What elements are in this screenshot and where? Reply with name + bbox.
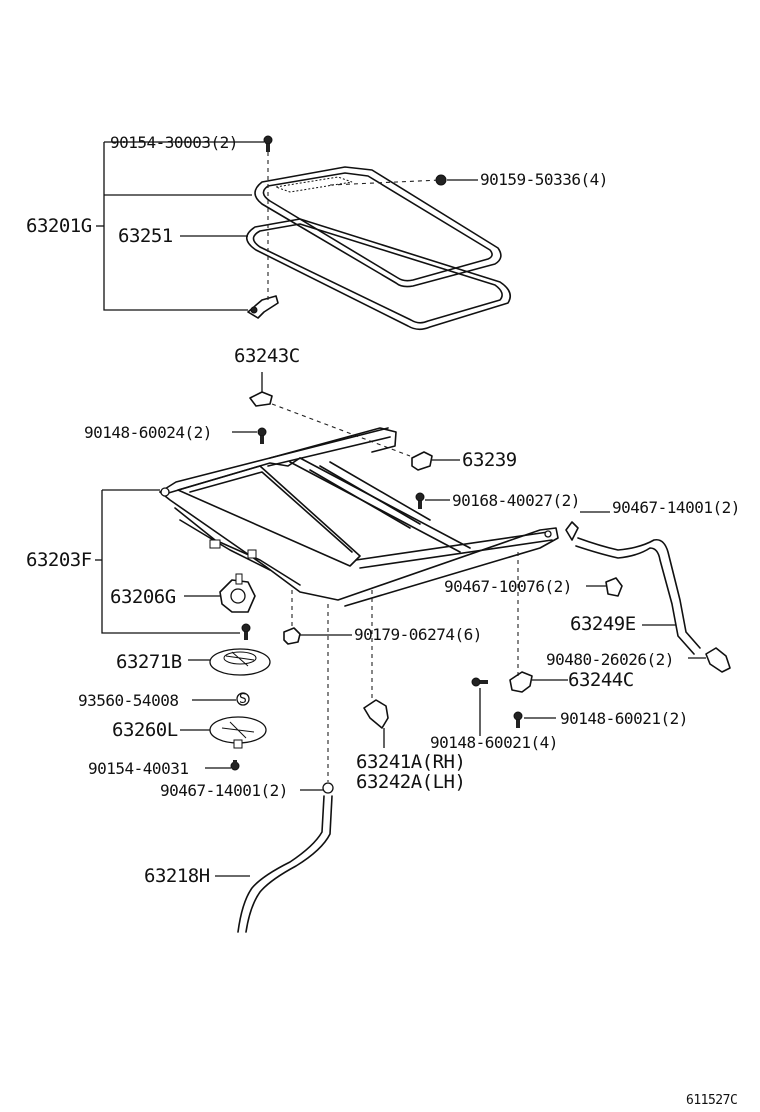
sunroof-housing-frame xyxy=(159,427,559,607)
hose-clip-front xyxy=(565,521,579,541)
bolt-90168-40027 xyxy=(415,492,425,509)
label-c23: 63241A(RH) xyxy=(356,751,465,773)
svg-text:S: S xyxy=(239,692,246,707)
label-c26: 63218H xyxy=(144,865,210,887)
glass-panel xyxy=(254,166,502,288)
label-c15: 63271B xyxy=(116,651,182,673)
bracket-63244C xyxy=(509,671,533,693)
drain-hose-rear xyxy=(237,795,333,933)
nut-63239 xyxy=(411,451,433,471)
bolt-90154-40031 xyxy=(230,760,240,771)
label-c14: 90179-06274(6) xyxy=(354,625,482,644)
label-c01: 90154-30003(2) xyxy=(110,133,238,152)
label-c19: 63260L xyxy=(112,719,178,741)
label-c02: 90159-50336(4) xyxy=(480,170,608,189)
label-c12: 90467-10076(2) xyxy=(444,577,572,596)
hose-end-fitting xyxy=(705,647,731,673)
label-c25: 90467-14001(2) xyxy=(160,781,288,800)
label-c11: 63206G xyxy=(110,586,176,608)
motor-base xyxy=(209,716,267,749)
label-c24: 63242A(LH) xyxy=(356,771,465,793)
bolt-90148-60024 xyxy=(257,427,267,444)
label-c03: 63201G xyxy=(26,215,92,237)
diagram-id: 611527C xyxy=(686,1093,737,1108)
drain-hose-front xyxy=(575,537,701,655)
label-c05: 63243C xyxy=(234,345,300,367)
label-c06: 90148-60024(2) xyxy=(84,423,212,442)
hose-clip-rear xyxy=(322,782,334,794)
label-c13: 63249E xyxy=(570,613,636,635)
bolt-90148-60021-4 xyxy=(471,677,488,687)
weatherstrip-seal xyxy=(245,218,511,331)
label-c22: 90154-40031 xyxy=(88,759,188,778)
label-c09: 90467-14001(2) xyxy=(612,498,740,517)
label-c04: 63251 xyxy=(118,225,173,247)
bracket-63241A xyxy=(363,699,389,729)
label-c10: 63203F xyxy=(26,549,92,571)
label-c20: 90148-60021(2) xyxy=(560,709,688,728)
nut-90179 xyxy=(283,627,301,645)
label-c07: 63239 xyxy=(462,449,517,471)
motor-cover xyxy=(209,648,271,676)
bolt-top-left xyxy=(263,135,273,152)
label-c08: 90168-40027(2) xyxy=(452,491,580,510)
label-c17: 93560-54008 xyxy=(78,691,178,710)
screw-93560: S xyxy=(236,692,250,707)
label-c21: 90148-60021(4) xyxy=(430,733,558,752)
clip-90467-10076 xyxy=(605,577,623,597)
label-c16: 90480-26026(2) xyxy=(546,650,674,669)
label-c18: 63244C xyxy=(568,669,634,691)
panel-bracket xyxy=(247,295,279,319)
motor-gear-unit xyxy=(219,573,256,613)
guide-bracket xyxy=(249,391,273,407)
bolt-frame xyxy=(241,623,251,640)
bolt-90148-60021-2 xyxy=(513,711,523,728)
